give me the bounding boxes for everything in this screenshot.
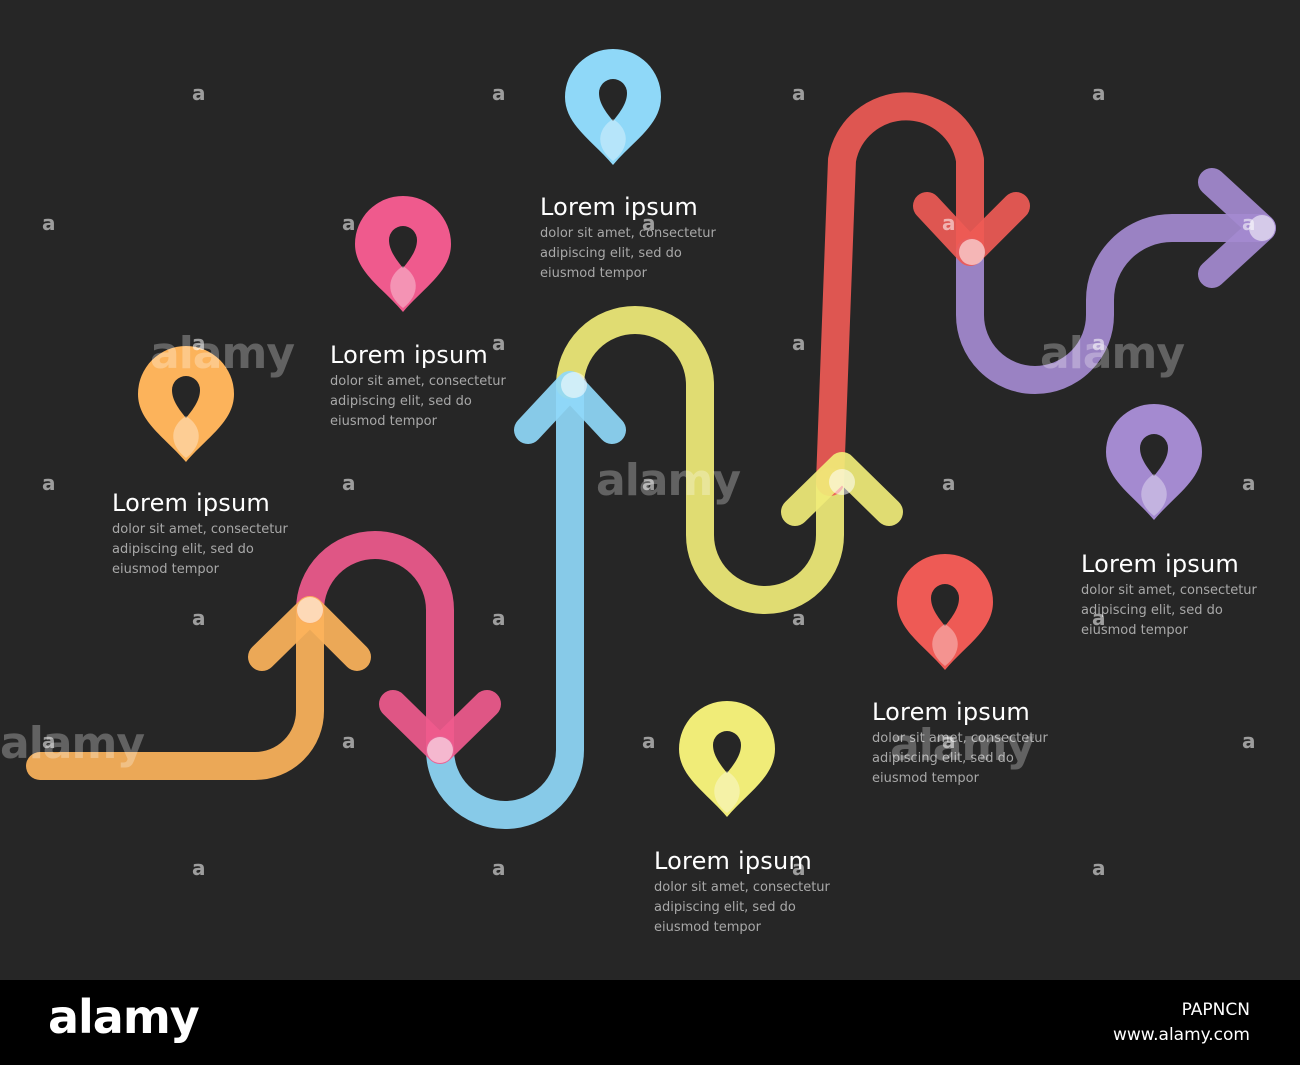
watermark-glyph: a [942, 211, 956, 235]
watermark-glyph: a [1092, 856, 1106, 880]
location-pin-icon [565, 49, 661, 165]
watermark-alamy: alamy [150, 328, 295, 379]
junction-dot [1249, 215, 1275, 241]
step-description: dolor sit amet, consectetur adipiscing e… [872, 731, 1048, 786]
step-description: dolor sit amet, consectetur adipiscing e… [540, 226, 716, 281]
watermark-glyph: a [42, 211, 56, 235]
watermark-glyph: a [192, 606, 206, 630]
watermark-glyph: a [942, 729, 956, 753]
step-title: Lorem ipsum [872, 698, 1030, 726]
step-text-yellow: Lorem ipsum dolor sit amet, consectetur … [654, 846, 830, 938]
watermark-glyph: a [492, 81, 506, 105]
watermark-alamy: alamy [596, 455, 741, 506]
junction-dot [427, 737, 453, 763]
location-pin-icon [1106, 404, 1202, 520]
footer-bar: alamy PAPNCN www.alamy.com [0, 980, 1300, 1065]
watermark-glyph: a [492, 856, 506, 880]
watermark-glyph: a [1092, 81, 1106, 105]
step-title: Lorem ipsum [540, 193, 698, 221]
arrow-head-icon [781, 452, 903, 526]
watermark-glyph: a [492, 606, 506, 630]
watermark-alamy: alamy [890, 720, 1035, 771]
route-segment-blue [426, 371, 584, 829]
route-segment-purple [956, 214, 1276, 394]
route-segment-orange [26, 596, 324, 780]
footer-logo: alamy [48, 990, 200, 1044]
step-text-red: Lorem ipsum dolor sit amet, consectetur … [872, 697, 1048, 789]
location-pin-icon [138, 346, 234, 462]
route-segment-pink [296, 531, 454, 764]
step-text-purple: Lorem ipsum dolor sit amet, consectetur … [1081, 549, 1257, 641]
junction-dot [561, 372, 587, 398]
watermark-glyph: a [342, 729, 356, 753]
location-pin-icon [355, 196, 451, 312]
watermark-glyph: a [642, 471, 656, 495]
watermark-glyph: a [342, 211, 356, 235]
watermark-glyph: a [192, 81, 206, 105]
footer-image-id: PAPNCN [1181, 1000, 1250, 1020]
step-description: dolor sit amet, consectetur adipiscing e… [330, 374, 506, 429]
watermark-glyph: a [192, 331, 206, 355]
junction-dot [297, 597, 323, 623]
watermark-glyph: a [192, 856, 206, 880]
route-segment-yellow [556, 306, 844, 614]
step-text-orange: Lorem ipsum dolor sit amet, consectetur … [112, 488, 288, 580]
watermark-alamy: alamy [0, 718, 145, 769]
watermark-glyph: a [42, 729, 56, 753]
watermark-glyph: a [792, 606, 806, 630]
watermark-alamy: alamy [1040, 328, 1185, 379]
watermark-glyph: a [1092, 606, 1106, 630]
step-description: dolor sit amet, consectetur adipiscing e… [654, 880, 830, 935]
step-description: dolor sit amet, consectetur adipiscing e… [112, 522, 288, 577]
watermark-glyph: a [492, 331, 506, 355]
watermark-glyph: a [342, 471, 356, 495]
watermark-glyph: a [1242, 211, 1256, 235]
step-text-blue: Lorem ipsum dolor sit amet, consectetur … [540, 192, 716, 284]
step-title: Lorem ipsum [654, 847, 812, 875]
watermark-glyph: a [792, 81, 806, 105]
step-text-pink: Lorem ipsum dolor sit amet, consectetur … [330, 340, 506, 432]
junction-dot [959, 239, 985, 265]
watermark-glyph: a [792, 856, 806, 880]
route-segment-red [816, 92, 984, 496]
location-pin-icon [897, 554, 993, 670]
watermark-glyph: a [1092, 331, 1106, 355]
watermark-glyph: a [792, 331, 806, 355]
footer-url: www.alamy.com [1112, 1025, 1250, 1045]
watermark-glyph: a [1242, 729, 1256, 753]
roadmap-diagram [26, 49, 1276, 829]
watermark-glyph: a [642, 729, 656, 753]
watermark-glyph: a [42, 471, 56, 495]
location-pin-icon [679, 701, 775, 817]
watermark-glyph: a [642, 211, 656, 235]
watermark-glyph: a [1242, 471, 1256, 495]
junction-dot [829, 469, 855, 495]
step-description: dolor sit amet, consectetur adipiscing e… [1081, 583, 1257, 638]
roadmap-infographic: Lorem ipsum dolor sit amet, consectetur … [0, 49, 1276, 938]
watermark-glyph: a [942, 471, 956, 495]
step-title: Lorem ipsum [330, 341, 488, 369]
step-title: Lorem ipsum [112, 489, 270, 517]
step-title: Lorem ipsum [1081, 550, 1239, 578]
